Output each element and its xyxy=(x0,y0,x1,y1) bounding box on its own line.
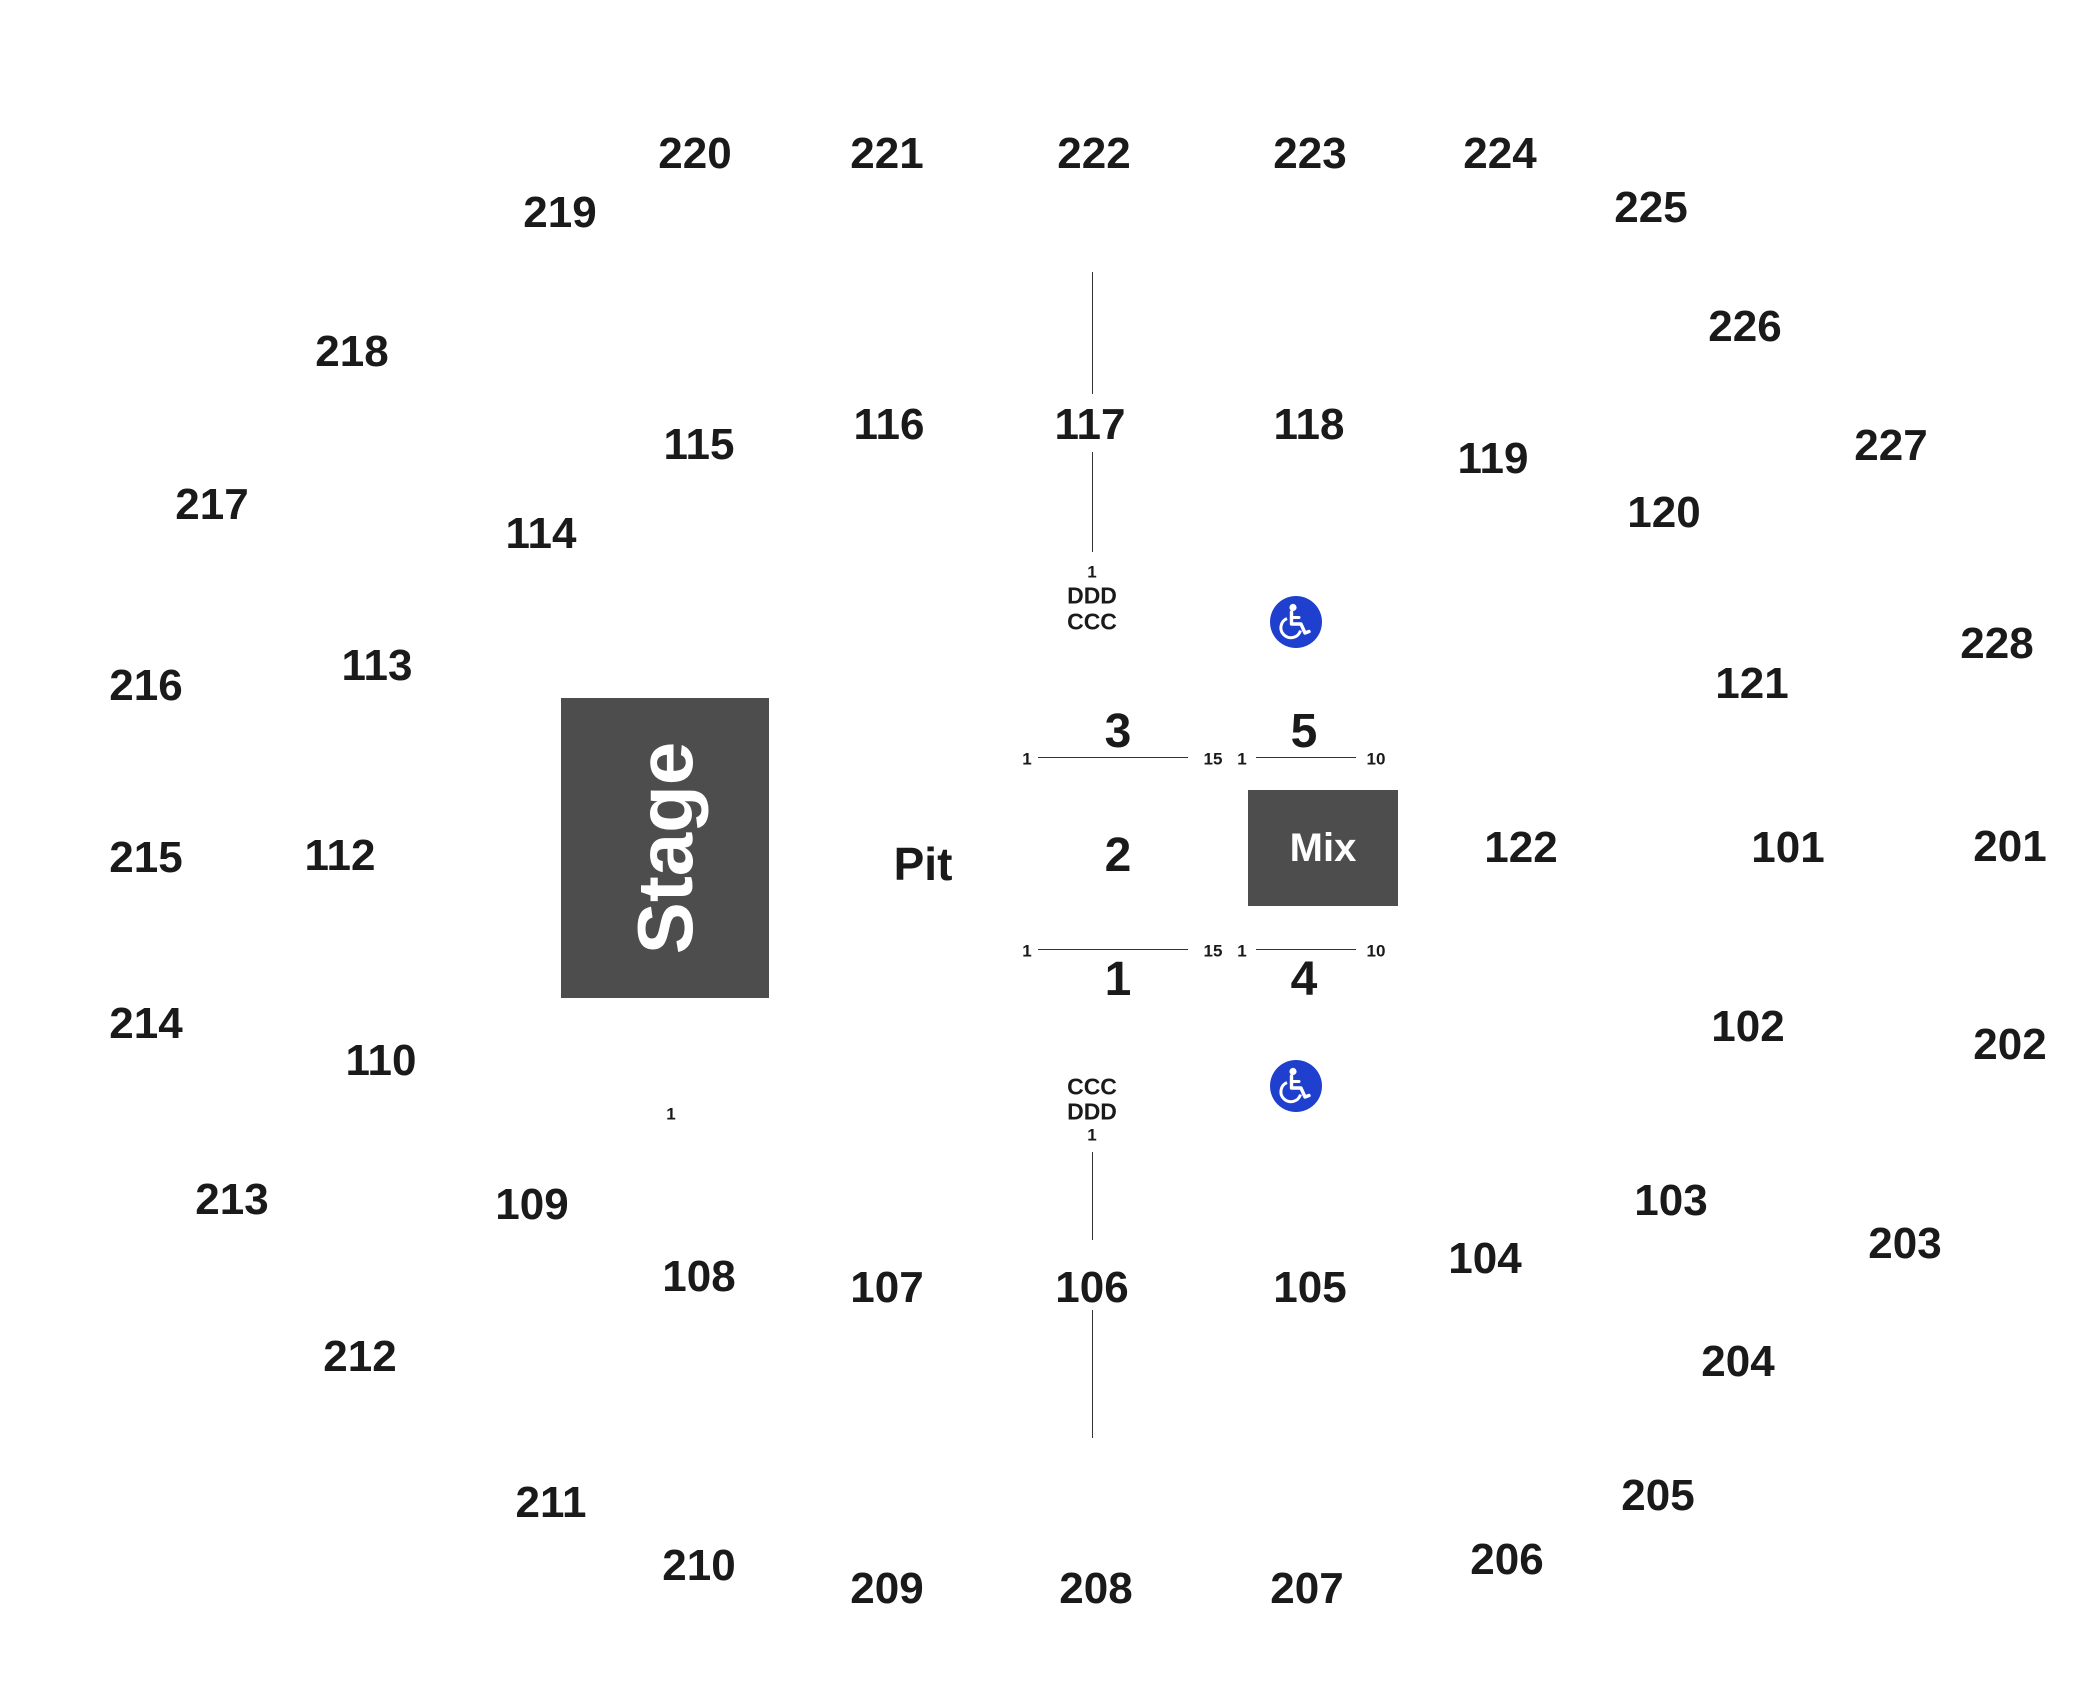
seat-label-3-end: 15 xyxy=(1203,749,1223,769)
section-207[interactable]: 207 xyxy=(1270,1564,1344,1613)
wheelchair-icon[interactable] xyxy=(1269,1059,1323,1113)
section-108[interactable]: 108 xyxy=(662,1252,736,1301)
section-113[interactable]: 113 xyxy=(341,641,413,690)
section-205[interactable]: 205 xyxy=(1621,1471,1695,1520)
row-label-ddd-top: DDD xyxy=(1067,582,1117,609)
section-116[interactable]: 116 xyxy=(853,400,925,449)
floor-section-5[interactable]: 5 xyxy=(1290,705,1318,758)
aisle-line-bottom xyxy=(1092,1152,1093,1240)
wheelchair-icon[interactable] xyxy=(1269,595,1323,649)
section-210[interactable]: 210 xyxy=(662,1541,736,1590)
seat-label-4-start: 1 xyxy=(1237,941,1247,961)
seat-label-stage-1: 1 xyxy=(666,1104,676,1124)
section-110[interactable]: 110 xyxy=(345,1036,417,1085)
section-105[interactable]: 105 xyxy=(1273,1263,1347,1312)
row-label-ddd-bottom: DDD xyxy=(1067,1098,1117,1125)
section-222[interactable]: 222 xyxy=(1057,129,1131,178)
row-line-section-5 xyxy=(1256,757,1356,758)
section-104[interactable]: 104 xyxy=(1448,1234,1522,1283)
section-114[interactable]: 114 xyxy=(505,509,577,558)
aisle-line-bottom-lower xyxy=(1092,1310,1093,1438)
aisle-line-top-lower xyxy=(1092,452,1093,552)
row-label-ccc-bottom: CCC xyxy=(1067,1073,1117,1100)
section-217[interactable]: 217 xyxy=(175,480,249,529)
section-226[interactable]: 226 xyxy=(1708,302,1782,351)
section-203[interactable]: 203 xyxy=(1868,1219,1942,1268)
floor-section-2[interactable]: 2 xyxy=(1104,829,1132,882)
section-216[interactable]: 216 xyxy=(109,661,183,710)
row-line-section-3 xyxy=(1038,757,1188,758)
section-225[interactable]: 225 xyxy=(1614,183,1688,232)
section-224[interactable]: 224 xyxy=(1463,129,1537,178)
section-109[interactable]: 109 xyxy=(495,1180,569,1229)
stage: Stage xyxy=(561,698,769,998)
section-223[interactable]: 223 xyxy=(1273,129,1347,178)
floor-section-4[interactable]: 4 xyxy=(1290,953,1318,1006)
section-214[interactable]: 214 xyxy=(109,999,183,1048)
section-107[interactable]: 107 xyxy=(850,1263,924,1312)
section-115[interactable]: 115 xyxy=(663,420,735,469)
floor-section-3[interactable]: 3 xyxy=(1104,705,1132,758)
section-101[interactable]: 101 xyxy=(1751,823,1825,872)
section-208[interactable]: 208 xyxy=(1059,1564,1133,1613)
section-228[interactable]: 228 xyxy=(1960,619,2034,668)
section-118[interactable]: 118 xyxy=(1273,400,1345,449)
section-218[interactable]: 218 xyxy=(315,327,389,376)
row-label-ccc-top: CCC xyxy=(1067,608,1117,635)
section-206[interactable]: 206 xyxy=(1470,1535,1544,1584)
section-120[interactable]: 120 xyxy=(1627,488,1701,537)
section-106[interactable]: 106 xyxy=(1055,1263,1129,1312)
seat-label-3-start: 1 xyxy=(1022,749,1032,769)
mix-label: Mix xyxy=(1289,826,1357,870)
row-line-section-4 xyxy=(1256,949,1356,950)
section-212[interactable]: 212 xyxy=(323,1332,397,1381)
seat-label-1-start: 1 xyxy=(1022,941,1032,961)
section-213[interactable]: 213 xyxy=(195,1175,269,1224)
section-211[interactable]: 211 xyxy=(515,1478,587,1527)
section-215[interactable]: 215 xyxy=(109,833,183,882)
section-219[interactable]: 219 xyxy=(523,188,597,237)
section-112[interactable]: 112 xyxy=(304,831,376,880)
seat-label-top-1: 1 xyxy=(1087,562,1097,582)
seat-label-bottom-1: 1 xyxy=(1087,1125,1097,1145)
seat-label-5-start: 1 xyxy=(1237,749,1247,769)
seat-label-5-end: 10 xyxy=(1366,749,1386,769)
section-201[interactable]: 201 xyxy=(1973,822,2047,871)
section-221[interactable]: 221 xyxy=(850,129,924,178)
section-220[interactable]: 220 xyxy=(658,129,732,178)
aisle-line-top xyxy=(1092,272,1093,394)
section-227[interactable]: 227 xyxy=(1854,421,1928,470)
section-204[interactable]: 204 xyxy=(1701,1337,1775,1386)
pit-label[interactable]: Pit xyxy=(893,838,953,890)
section-121[interactable]: 121 xyxy=(1715,659,1789,708)
mix-position: Mix xyxy=(1248,790,1398,906)
seat-label-4-end: 10 xyxy=(1366,941,1386,961)
section-122[interactable]: 122 xyxy=(1484,823,1558,872)
seat-label-1-end: 15 xyxy=(1203,941,1223,961)
section-103[interactable]: 103 xyxy=(1634,1176,1708,1225)
section-202[interactable]: 202 xyxy=(1973,1020,2047,1069)
row-line-section-1 xyxy=(1038,949,1188,950)
stage-label: Stage xyxy=(621,741,709,955)
section-117[interactable]: 117 xyxy=(1054,400,1126,449)
section-119[interactable]: 119 xyxy=(1457,434,1529,483)
floor-section-1[interactable]: 1 xyxy=(1104,953,1132,1006)
section-102[interactable]: 102 xyxy=(1711,1002,1785,1051)
section-209[interactable]: 209 xyxy=(850,1564,924,1613)
